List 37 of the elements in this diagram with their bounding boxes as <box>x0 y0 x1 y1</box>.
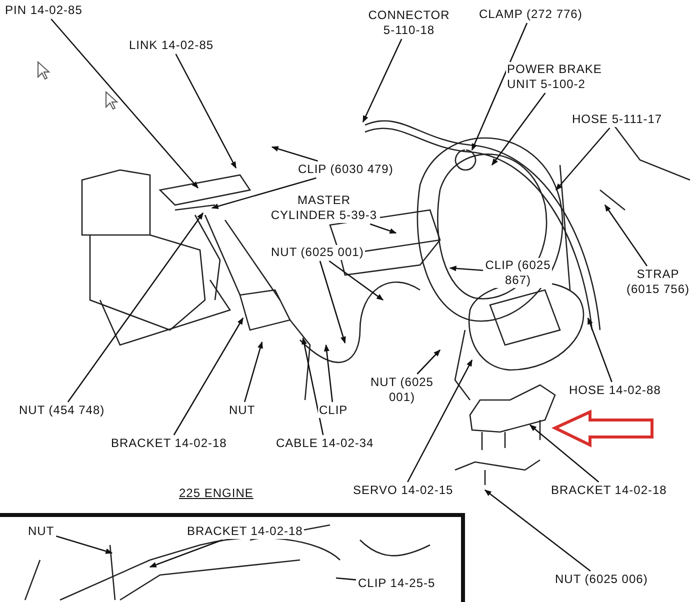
leader-line <box>587 317 612 382</box>
leader-line <box>471 22 528 151</box>
leader-line <box>336 577 356 580</box>
leader-line <box>173 317 244 436</box>
part-label: NUT (454 748) <box>18 403 106 418</box>
part-label: CLIP (6025 867) <box>484 258 552 288</box>
leader-line <box>149 539 222 568</box>
leader-line <box>491 92 546 166</box>
leader-line <box>271 146 318 162</box>
part-label: NUT (6025 001) <box>270 245 365 260</box>
leader-line <box>407 359 473 482</box>
part-label: NUT (6025 006) <box>554 572 649 587</box>
section-heading: 225 ENGINE <box>178 486 254 501</box>
leader-line <box>362 38 402 123</box>
leader-line <box>211 177 316 209</box>
inset-frame <box>0 513 465 602</box>
leader-line <box>556 128 610 191</box>
leader-line <box>449 266 484 272</box>
leader-line <box>244 341 263 402</box>
part-label: CLAMP (272 776) <box>478 7 584 22</box>
leader-line <box>175 54 237 169</box>
leader-line <box>319 260 346 344</box>
leader-line <box>324 344 334 402</box>
leader-line <box>604 204 648 266</box>
leader-line <box>328 260 384 301</box>
leader-line <box>50 18 198 189</box>
leader-line <box>56 535 113 554</box>
leader-line <box>416 350 440 374</box>
leader-line <box>302 337 324 436</box>
part-label: HOSE 5-111-17 <box>571 112 664 127</box>
leader-line <box>67 212 204 402</box>
leader-line <box>529 424 600 482</box>
part-label: CLIP <box>318 403 349 418</box>
part-label: CLIP (6030 479) <box>297 162 394 177</box>
part-label: BRACKET 14-02-18 <box>186 524 304 539</box>
leader-line <box>370 223 397 234</box>
leader-line <box>484 489 591 572</box>
